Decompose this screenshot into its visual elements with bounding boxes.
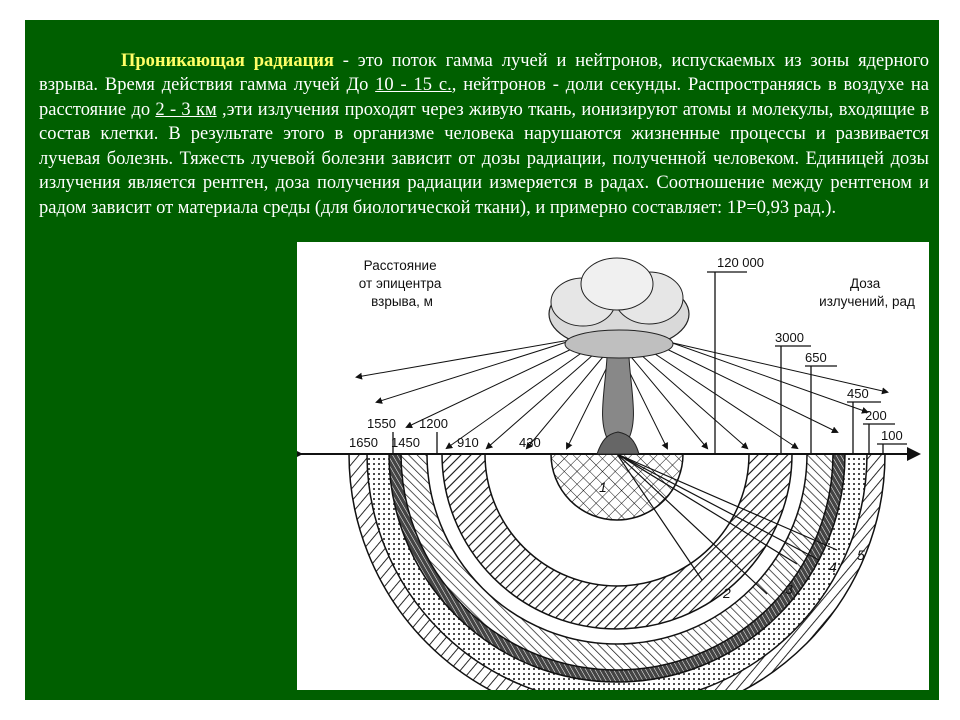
dose-120000: 120 000 (717, 255, 764, 270)
zone-label-4: 4 (829, 559, 837, 575)
zone-rings (348, 453, 886, 690)
slide-background: Проникающая радиация - это поток гамма л… (25, 20, 939, 700)
dose-450: 450 (847, 386, 869, 401)
distance-1450: 1450 (391, 435, 420, 450)
distance-430: 430 (519, 435, 541, 450)
term-highlight: Проникающая радиация (121, 50, 334, 71)
spread-distance: 2 - 3 км (155, 99, 217, 120)
right-axis-label: Доза излучений, рад (819, 276, 915, 309)
distance-1650: 1650 (349, 435, 378, 450)
dose-3000: 3000 (775, 330, 804, 345)
left-axis-label: Расстояние от эпицентра взрыва, м (359, 258, 445, 309)
zone-label-5: 5 (857, 547, 865, 563)
gamma-duration: 10 - 15 с. (375, 75, 452, 95)
dose-200: 200 (865, 408, 887, 423)
dose-100: 100 (881, 428, 903, 443)
description-paragraph: Проникающая радиация - это поток гамма л… (39, 50, 930, 218)
zone-label-3: 3 (785, 581, 793, 597)
distance-1200: 1200 (419, 416, 448, 431)
distance-910: 910 (457, 435, 479, 450)
radiation-zones-diagram: Расстояние от эпицентра взрыва, м Доза и… (297, 242, 929, 690)
radiation-rays (355, 333, 889, 450)
dose-650: 650 (805, 350, 827, 365)
dose-markers (392, 271, 907, 454)
distance-1550: 1550 (367, 416, 396, 431)
zone-label-2: 2 (722, 585, 731, 601)
zone-radius-lines (616, 453, 838, 595)
zone-label-1: 1 (599, 479, 607, 495)
explosion-cloud-icon (548, 257, 690, 455)
